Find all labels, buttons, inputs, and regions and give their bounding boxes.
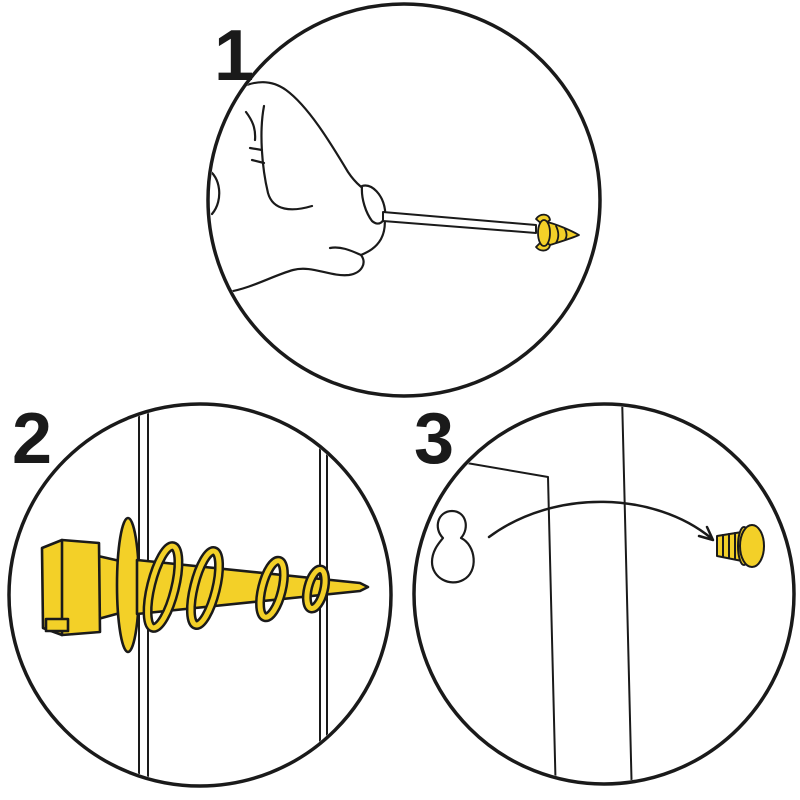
fingernail	[360, 184, 387, 225]
anchor-on-screwdriver-tip	[535, 213, 580, 252]
wall-board-edges	[454, 406, 633, 782]
installed-anchor	[716, 524, 765, 568]
step-1-number: 1	[214, 16, 254, 96]
anchor-head-tab	[44, 617, 70, 633]
step-2-panel	[7, 402, 393, 788]
keyhole-hanger	[430, 509, 475, 584]
step-2-number: 2	[12, 399, 52, 479]
curved-arrow	[487, 500, 715, 542]
step-3-circle	[412, 402, 796, 786]
step-1-panel	[206, 2, 602, 398]
screwdriver-shaft	[382, 211, 537, 234]
screw-anchor-threads	[142, 541, 331, 633]
step-3-number: 3	[414, 399, 454, 479]
step-1-circle	[206, 2, 602, 398]
diagram-ink: 1 2 3	[7, 2, 796, 788]
step-3-panel	[412, 402, 796, 786]
